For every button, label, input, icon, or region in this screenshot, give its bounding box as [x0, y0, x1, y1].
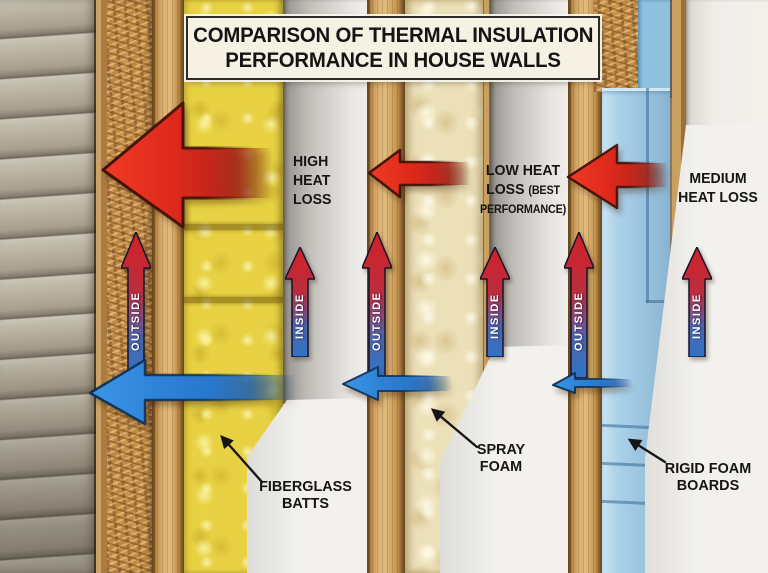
label-line: RIGID FOAM [664, 460, 752, 477]
rigid-foam-pointer-arrow [627, 438, 667, 464]
inside-direction-arrow-3: INSIDE [682, 247, 712, 357]
inside-label: INSIDE [691, 293, 703, 340]
label-line: LOW HEAT [485, 162, 561, 179]
label-line: BATTS [282, 495, 329, 512]
label-line: FOAM [479, 458, 523, 475]
wood-stud-layer-1 [152, 0, 184, 573]
cold-flow-arrow-1 [88, 358, 298, 426]
outside-direction-arrow-1: OUTSIDE [121, 232, 151, 378]
cold-flow-arrow-2 [342, 366, 453, 401]
exterior-siding-layer [0, 0, 96, 573]
title-box: COMPARISON OF THERMAL INSULATION PERFORM… [186, 16, 600, 80]
heat-loss-arrow-low [367, 148, 472, 199]
batt-seam [184, 224, 283, 230]
osb-sheathing-patch [594, 0, 640, 92]
cold-flow-arrow-3 [552, 372, 633, 394]
title-line-1: COMPARISON OF THERMAL INSULATION [192, 24, 594, 47]
material-label-fiberglass: FIBERGLASS BATTS [250, 478, 360, 512]
foam-board-seam [646, 300, 670, 303]
heat-loss-arrow-high [101, 101, 274, 229]
spray-foam-pointer-arrow [430, 408, 479, 449]
label-line: PERFORMANCE) [479, 204, 567, 216]
label-line: SPRAY [476, 441, 526, 458]
label-line: LOSS [293, 191, 332, 208]
label-line: MEDIUM [689, 170, 747, 187]
label-line: HEAT LOSS [678, 189, 758, 206]
heat-loss-label-high: HIGH HEAT LOSS [293, 152, 331, 209]
batt-seam [184, 297, 283, 303]
outside-direction-arrow-2: OUTSIDE [362, 232, 392, 378]
outside-label: OUTSIDE [573, 291, 585, 351]
furring-strip [94, 0, 107, 573]
label-line: BOARDS [676, 477, 740, 494]
heat-loss-label-medium: MEDIUM HEAT LOSS [673, 169, 763, 207]
fiberglass-pointer-arrow [220, 435, 264, 484]
material-label-rigid-foam: RIGID FOAM BOARDS [650, 460, 765, 494]
label-line: HEAT [293, 172, 331, 189]
inside-direction-arrow-2: INSIDE [480, 247, 510, 357]
rigid-foam-rear-board [638, 0, 674, 98]
foam-board-seam [646, 88, 649, 303]
outside-direction-arrow-3: OUTSIDE [564, 232, 594, 378]
label-line: FIBERGLASS [259, 478, 352, 495]
label-line: LOSS (BEST [486, 181, 560, 198]
outside-label: OUTSIDE [371, 291, 383, 351]
label-line: HIGH [293, 153, 329, 170]
heat-loss-arrow-medium [566, 143, 670, 210]
title-line-2: PERFORMANCE IN HOUSE WALLS [225, 49, 561, 72]
inside-direction-arrow-1: INSIDE [285, 247, 315, 357]
inside-label: INSIDE [489, 293, 501, 340]
inside-label: INSIDE [294, 293, 306, 340]
heat-loss-label-low: LOW HEAT LOSS (BEST PERFORMANCE) [471, 161, 574, 220]
material-label-spray-foam: SPRAY FOAM [457, 441, 545, 475]
